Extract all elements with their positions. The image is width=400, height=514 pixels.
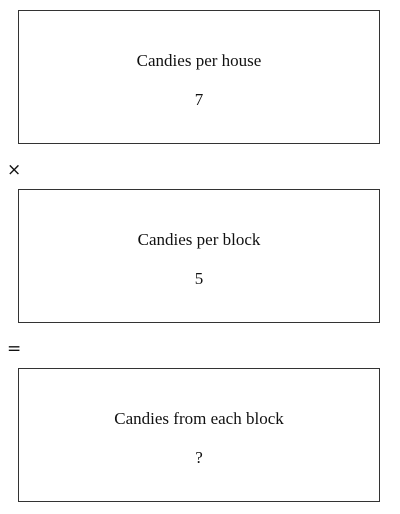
equals-sign: =: [7, 339, 22, 359]
multiply-sign: ×: [7, 160, 22, 180]
candies-from-each-block-box: Candies from each block ?: [18, 368, 380, 502]
box-value: ?: [195, 448, 203, 467]
box-label: Candies per block: [137, 230, 261, 249]
box-value: 7: [194, 90, 204, 109]
box-value: 5: [194, 269, 204, 288]
candies-per-block-box: Candies per block 5: [18, 189, 380, 323]
box-label: Candies per house: [136, 51, 262, 70]
box-label: Candies from each block: [114, 409, 284, 428]
candies-per-house-box: Candies per house 7: [18, 10, 380, 144]
